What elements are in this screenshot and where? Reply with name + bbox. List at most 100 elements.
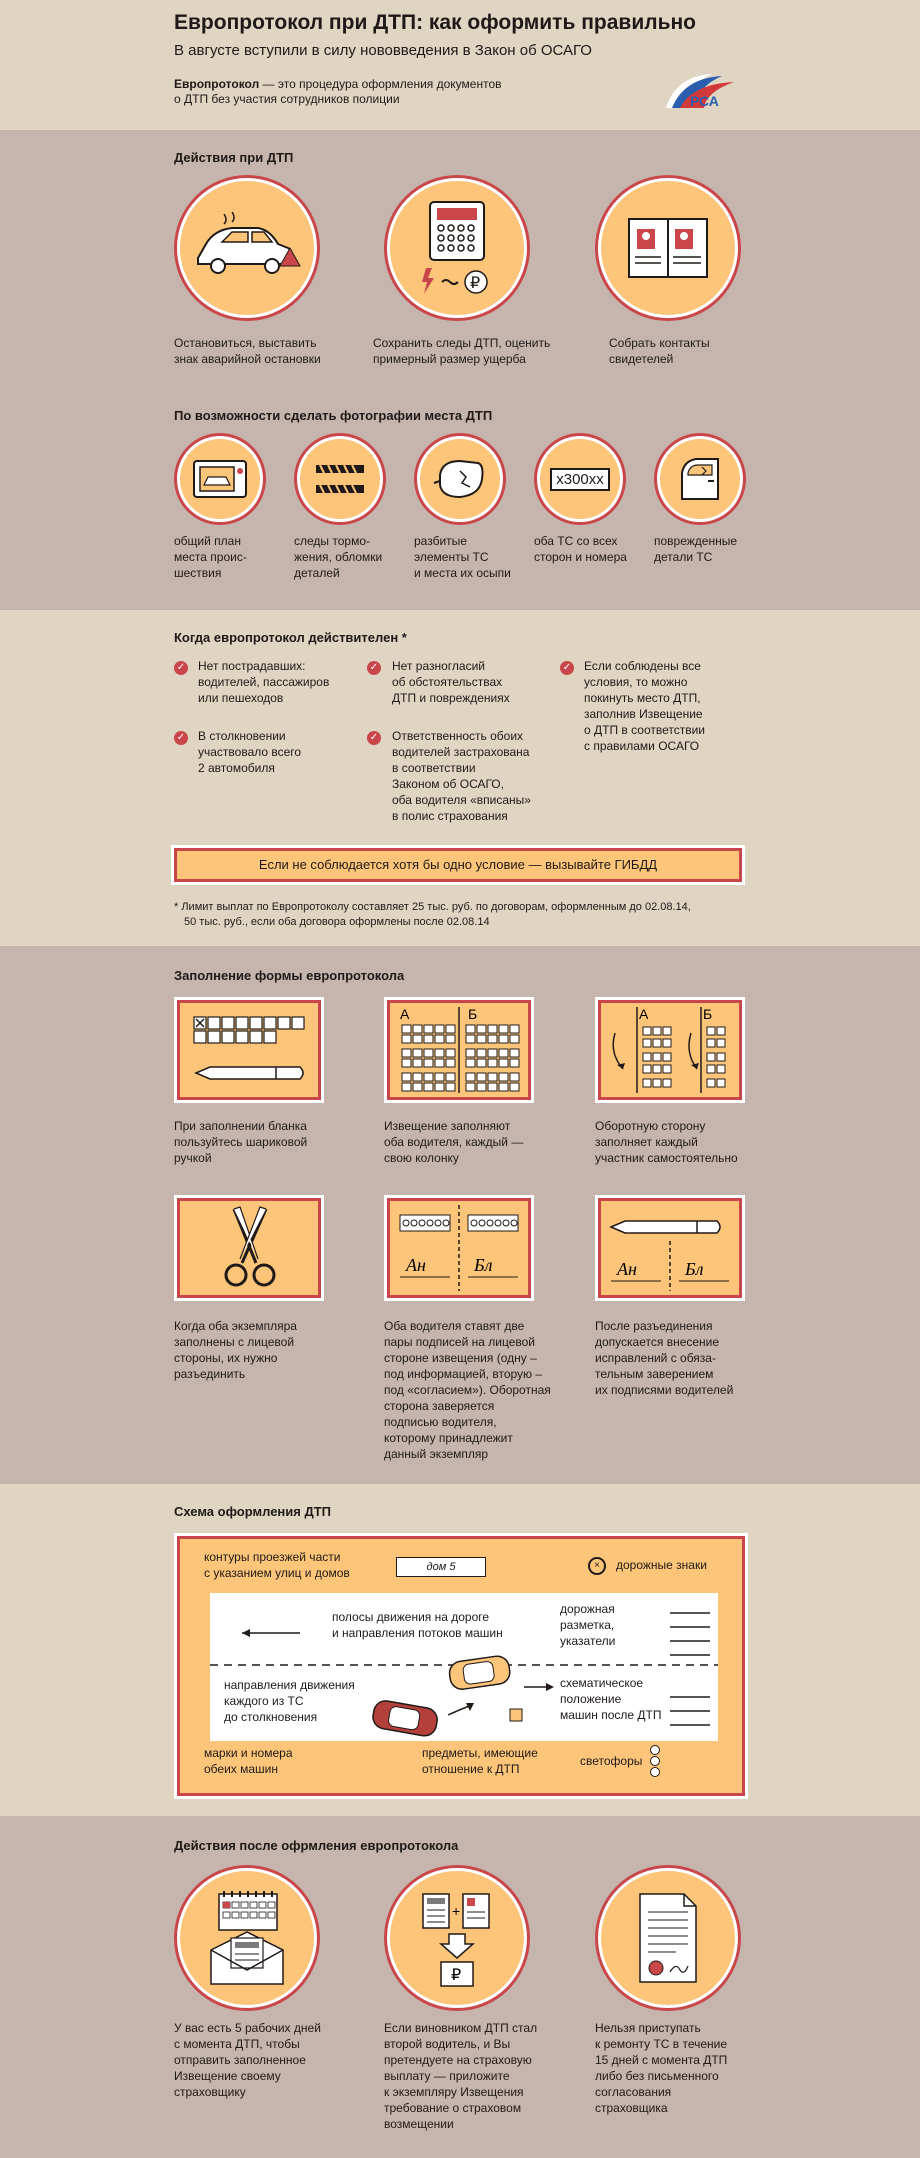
traffic-lights-label: светофоры bbox=[580, 1754, 643, 1768]
form-card-1 bbox=[174, 997, 324, 1103]
action-circle-1 bbox=[177, 178, 317, 318]
sealed-document-icon bbox=[639, 1893, 697, 1983]
form-card-5: Ан Бл bbox=[384, 1195, 534, 1301]
calendar-envelope-icon bbox=[210, 1891, 284, 1985]
action-circle-3 bbox=[598, 178, 738, 318]
back-side-form-icon: А Б bbox=[612, 1006, 726, 1093]
check-icon: ✓ bbox=[174, 661, 188, 675]
scheme-band: Схема оформления ДТП контуры проезжей ча… bbox=[0, 1484, 920, 1816]
plate-number: х300хх bbox=[556, 470, 604, 488]
red-car-icon bbox=[372, 1700, 438, 1737]
check-icon: ✓ bbox=[560, 661, 574, 675]
logo-text: РСА bbox=[690, 93, 719, 109]
definition: Европротокол — это процедура оформления … bbox=[174, 77, 502, 107]
check-icon: ✓ bbox=[367, 731, 381, 745]
calculator-icon: ₽ bbox=[422, 201, 488, 294]
yellow-car-icon bbox=[448, 1655, 511, 1690]
svg-text:Б: Б bbox=[703, 1006, 712, 1022]
currency-icon: ₽ bbox=[451, 1967, 461, 1984]
road-signs-label: дорожные знаки bbox=[616, 1558, 707, 1572]
after-circle-2: + ₽ bbox=[387, 1868, 527, 2008]
photos-title: По возможности сделать фотографии места … bbox=[174, 408, 493, 423]
pen-form-icon bbox=[193, 1016, 305, 1080]
photo-circle-1 bbox=[177, 436, 263, 522]
license-plate-icon: х300хх bbox=[550, 467, 610, 491]
tire-tracks-icon bbox=[316, 464, 364, 494]
call-police-alert: Если не соблюдается хотя бы одно условие… bbox=[171, 845, 745, 885]
signature-a: Ан bbox=[405, 1255, 426, 1275]
camera-car-icon bbox=[193, 460, 247, 498]
valid-band: Когда европротокол действителен * ✓ Нет … bbox=[0, 610, 920, 946]
svg-text:+: + bbox=[452, 1903, 460, 1919]
form-band: Заполнение формы европротокола При запол… bbox=[0, 946, 920, 1484]
form-card-6: Ан Бл bbox=[595, 1195, 745, 1301]
after-title: Действия после офрмления европротокола bbox=[174, 1838, 459, 1853]
page-subtitle: В августе вступили в силу нововведения в… bbox=[174, 42, 592, 59]
after-circle-3 bbox=[598, 1868, 738, 2008]
scheme-title: Схема оформления ДТП bbox=[174, 1504, 332, 1519]
photo-circle-2 bbox=[297, 436, 383, 522]
svg-text:А: А bbox=[639, 1006, 649, 1022]
broken-mirror-icon bbox=[433, 459, 484, 499]
contacts-book-icon bbox=[628, 218, 708, 278]
actions-title: Действия при ДТП bbox=[174, 150, 294, 165]
definition-text: — это процедура оформления документов bbox=[259, 77, 502, 91]
photo-circle-4: х300хх bbox=[537, 436, 623, 522]
form-card-4 bbox=[174, 1195, 324, 1301]
road-sign-icon: × bbox=[588, 1557, 606, 1575]
after-band: Действия после офрмления европротокола У… bbox=[0, 1816, 920, 2158]
car-warning-icon bbox=[197, 211, 301, 274]
svg-text:Ан: Ан bbox=[616, 1259, 637, 1279]
traffic-light-icon bbox=[650, 1745, 660, 1777]
two-columns-form-icon: А Б bbox=[400, 1006, 520, 1093]
photo-circle-5 bbox=[657, 436, 743, 522]
scissors-icon bbox=[224, 1206, 276, 1287]
page-title: Европротокол при ДТП: как оформить прави… bbox=[174, 11, 696, 34]
pen-signatures-icon: Ан Бл bbox=[609, 1220, 729, 1291]
currency-icon: ₽ bbox=[470, 275, 480, 292]
column-a-letter: А bbox=[400, 1006, 410, 1022]
signature-b: Бл bbox=[473, 1255, 493, 1275]
form-card-2: А Б bbox=[384, 997, 534, 1103]
form-card-3: А Б bbox=[595, 997, 745, 1103]
definition-line2: о ДТП без участия сотрудников полиции bbox=[174, 92, 400, 106]
rsa-logo: РСА bbox=[662, 68, 742, 112]
svg-text:Бл: Бл bbox=[684, 1259, 704, 1279]
after-circle-1 bbox=[177, 1868, 317, 2008]
damaged-door-icon bbox=[681, 458, 719, 500]
valid-title: Когда европротокол действителен * bbox=[174, 630, 407, 645]
footnote: * Лимит выплат по Европротоколу составля… bbox=[174, 901, 691, 928]
photo-circle-3 bbox=[417, 436, 503, 522]
header-band: Европротокол при ДТП: как оформить прави… bbox=[0, 0, 920, 130]
definition-term: Европротокол bbox=[174, 77, 260, 91]
column-b-letter: Б bbox=[468, 1006, 477, 1022]
action-circle-2: ₽ bbox=[387, 178, 527, 318]
form-title: Заполнение формы европротокола bbox=[174, 968, 405, 983]
actions-band: Действия при ДТП Остановиться, выставить… bbox=[0, 130, 920, 610]
check-icon: ✓ bbox=[367, 661, 381, 675]
